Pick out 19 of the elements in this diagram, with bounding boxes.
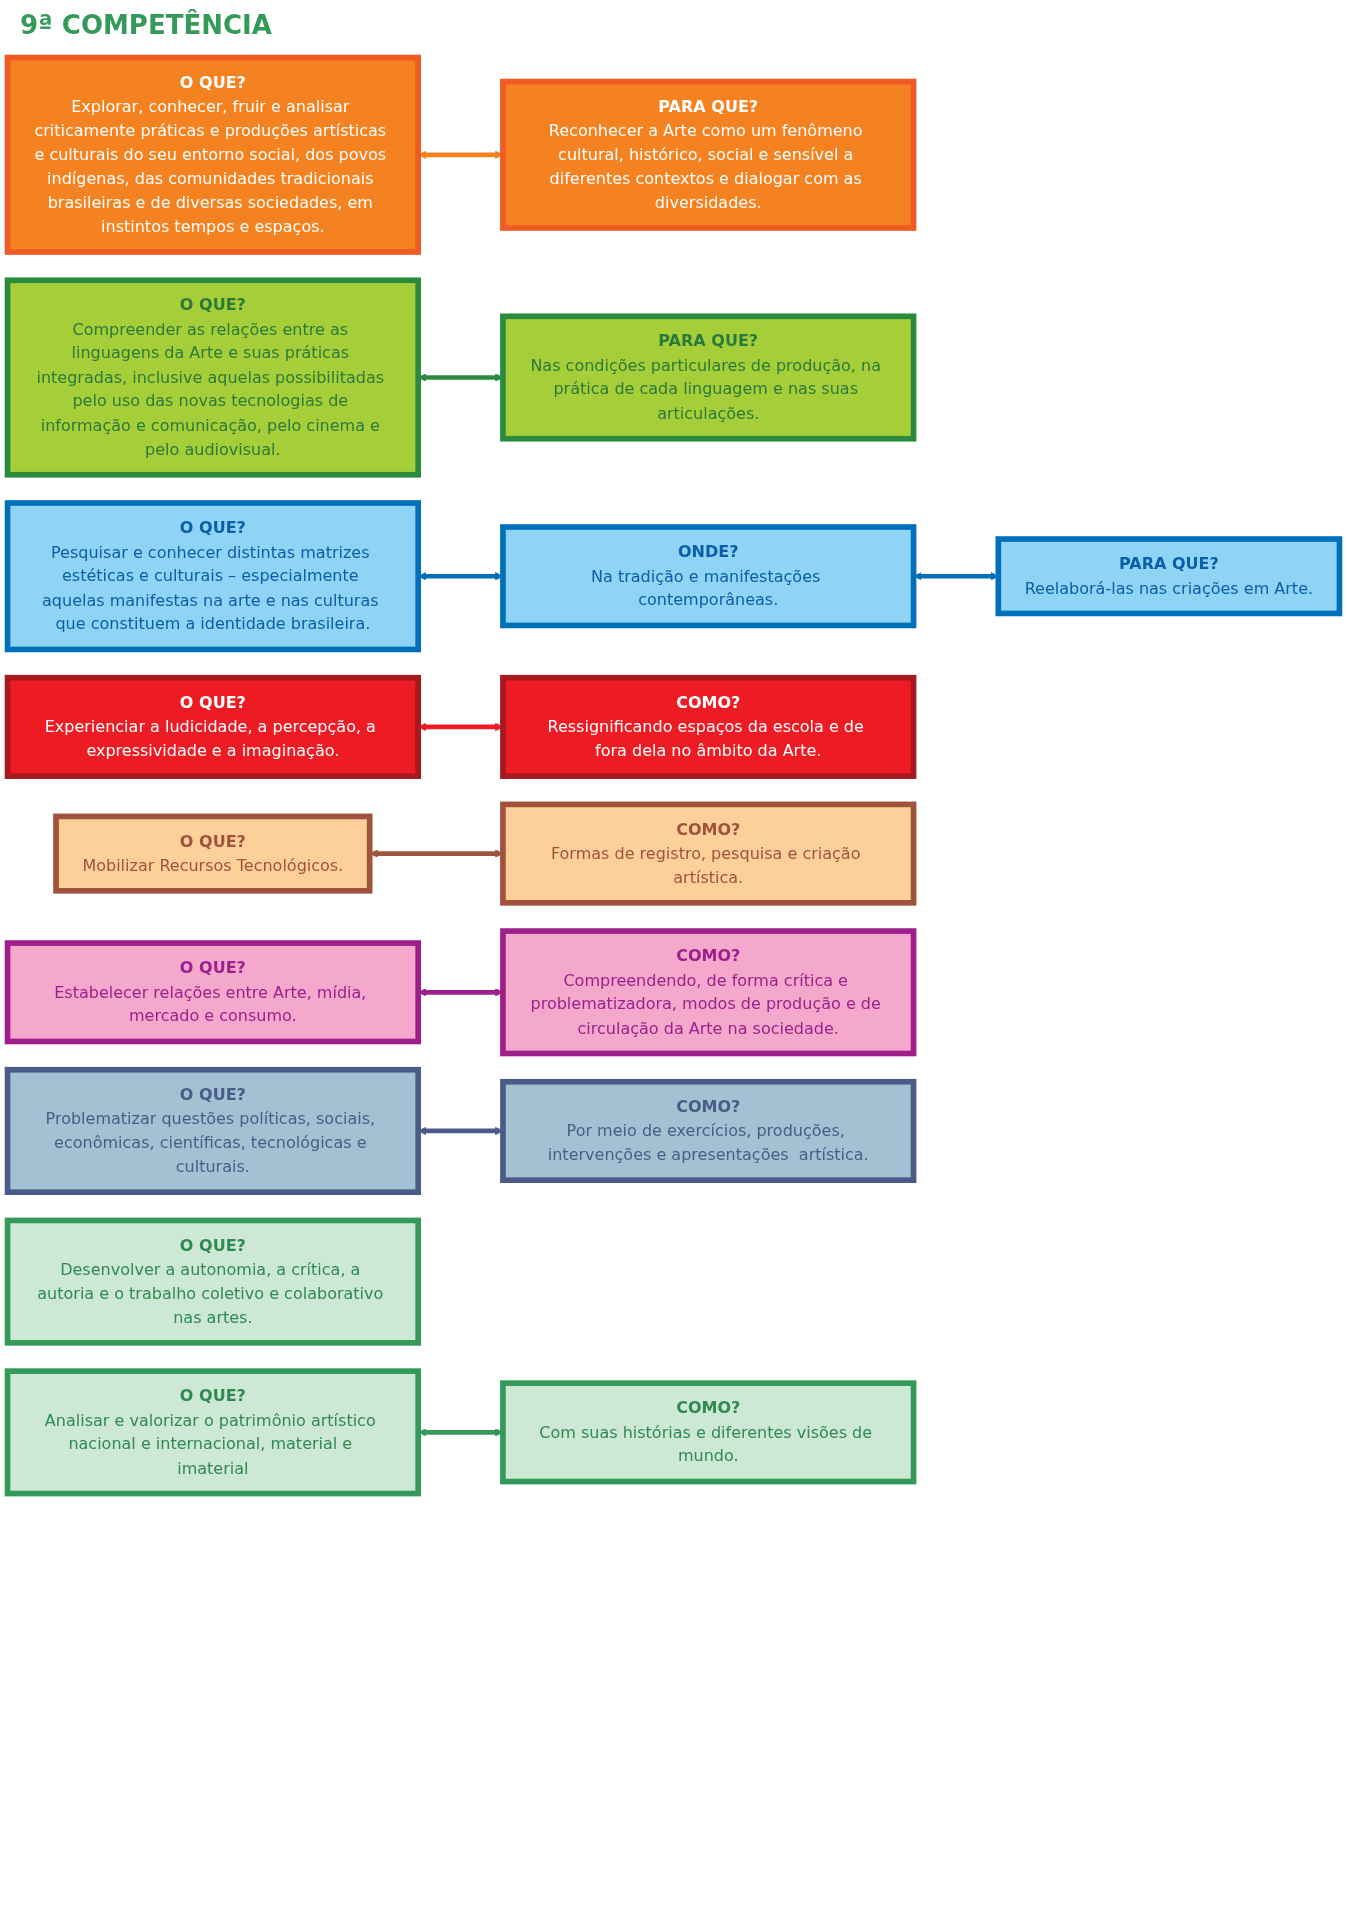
node-box: O QUE? Compreender as relações entre as linguagens da Arte e suas práticas integradas, inclusive aquelas possibilitadas pelo uso das novas tecnologias de informação e comunicação, pelo cinema e pelo audiovisual. — [4, 277, 421, 478]
section-heading: 9ª COMPETÊNCIA — [19, 8, 273, 42]
node-box: PARA QUE? Nas condições particulares de produção, na prática de cada linguagem e nas suas articulações. — [500, 313, 917, 442]
node-box: O QUE? Pesquisar e conhecer distintas matrizes estéticas e culturais – especialmente aquelas manifestas na arte e nas culturas que constituem a identidade brasileira. — [4, 500, 421, 653]
node-box: PARA QUE? Reelaborá-las nas criações em Arte. — [995, 536, 1343, 617]
node-box: O QUE? Analisar e valorizar o patrimônio artístico nacional e internacional, material e imaterial — [4, 1368, 421, 1497]
node-box: O QUE? Explorar, conhecer, fruir e analisar criticamente práticas e produções artísticas e culturais do seu entorno social, dos povos indígenas, das comunidades tradicionais brasileiras e de diversas sociedades, em instintos tempos e espaços. — [4, 54, 421, 255]
node-box: O QUE? Experienciar a ludicidade, a percepção, a expressividade e a imaginação. — [4, 674, 421, 779]
node-box: COMO? Ressignificando espaços da escola e de fora dela no âmbito da Arte. — [500, 674, 917, 779]
node-box: COMO? Por meio de exercícios, produções, intervenções e apresentações artística. — [500, 1078, 917, 1183]
node-box: COMO? Compreendendo, de forma crítica e problematizadora, modos de produção e de circulação da Arte na sociedade. — [500, 928, 917, 1057]
node-box: O QUE? Problematizar questões políticas, sociais, econômicas, científicas, tecnológicas e culturais. — [4, 1066, 421, 1195]
node-box: O QUE? Mobilizar Recursos Tecnológicos. — [53, 813, 373, 894]
node-box: COMO? Formas de registro, pesquisa e criação artística. — [500, 801, 917, 906]
node-box: PARA QUE? Reconhecer a Arte como um fenômeno cultural, histórico, social e sensível a diferentes contextos e dialogar com as diversidades. — [500, 78, 917, 231]
node-box: COMO? Com suas histórias e diferentes visões de mundo. — [500, 1380, 917, 1485]
node-box: O QUE? Estabelecer relações entre Arte, mídia, mercado e consumo. — [4, 940, 421, 1045]
node-box: O QUE? Desenvolver a autonomia, a crítica, a autoria e o trabalho coletivo e colaborativo nas artes. — [4, 1217, 421, 1346]
node-box: ONDE? Na tradição e manifestações contemporâneas. — [500, 524, 917, 629]
